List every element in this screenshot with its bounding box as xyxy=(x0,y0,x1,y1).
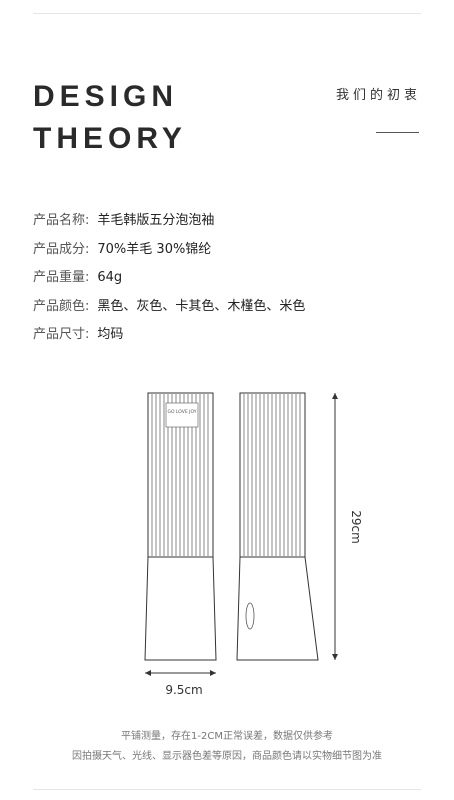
spec-value: 羊毛韩版五分泡泡袖 xyxy=(97,213,215,228)
bottom-divider xyxy=(33,789,421,790)
height-arrow-bottom xyxy=(332,654,338,660)
height-arrow-top xyxy=(332,393,338,399)
width-label: 9.5cm xyxy=(165,683,202,697)
brand-tag-text: GO LOVE JOY xyxy=(168,409,197,415)
subtitle-underline xyxy=(376,132,419,133)
spec-value: 均码 xyxy=(97,327,124,342)
subtitle: 我们的初衷 xyxy=(335,88,421,103)
right-sleeve-ribs xyxy=(243,394,301,556)
thumb-hole xyxy=(245,602,255,630)
top-divider xyxy=(33,13,421,14)
width-arrow-left xyxy=(145,670,151,676)
heading-theory: THEORY xyxy=(33,122,187,155)
spec-row-color: 产品颜色: 黑色、灰色、卡其色、木槿色、米色 xyxy=(33,295,305,314)
spec-label: 产品成分: xyxy=(33,242,90,257)
spec-row-name: 产品名称: 羊毛韩版五分泡泡袖 xyxy=(33,209,214,228)
spec-value: 64g xyxy=(97,270,123,285)
spec-label: 产品重量: xyxy=(33,270,90,285)
spec-row-size: 产品尺寸: 均码 xyxy=(33,323,123,342)
size-diagram: GO LOVE JOY 9.5cm 29cm xyxy=(0,380,454,710)
brand-tag xyxy=(165,402,199,428)
width-arrow-right xyxy=(210,670,216,676)
spec-value: 黑色、灰色、卡其色、木槿色、米色 xyxy=(97,299,306,314)
heading-design: DESIGN xyxy=(33,80,179,113)
color-note: 因拍摄天气、光线、显示器色差等原因，商品颜色请以实物细节图为准 xyxy=(72,751,382,762)
spec-label: 产品颜色: xyxy=(33,299,90,314)
right-sleeve-cuff xyxy=(239,392,306,558)
spec-label: 产品尺寸: xyxy=(33,327,90,342)
left-sleeve-body xyxy=(144,556,217,661)
spec-label: 产品名称: xyxy=(33,213,90,228)
right-sleeve-body xyxy=(236,556,319,661)
spec-row-weight: 产品重量: 64g xyxy=(33,266,122,285)
spec-row-material: 产品成分: 70%羊毛 30%锦纶 xyxy=(33,238,211,257)
height-label: 29cm xyxy=(349,510,363,544)
measurement-note: 平铺测量，存在1-2CM正常误差，数据仅供参考 xyxy=(121,731,333,742)
spec-value: 70%羊毛 30%锦纶 xyxy=(97,242,212,257)
